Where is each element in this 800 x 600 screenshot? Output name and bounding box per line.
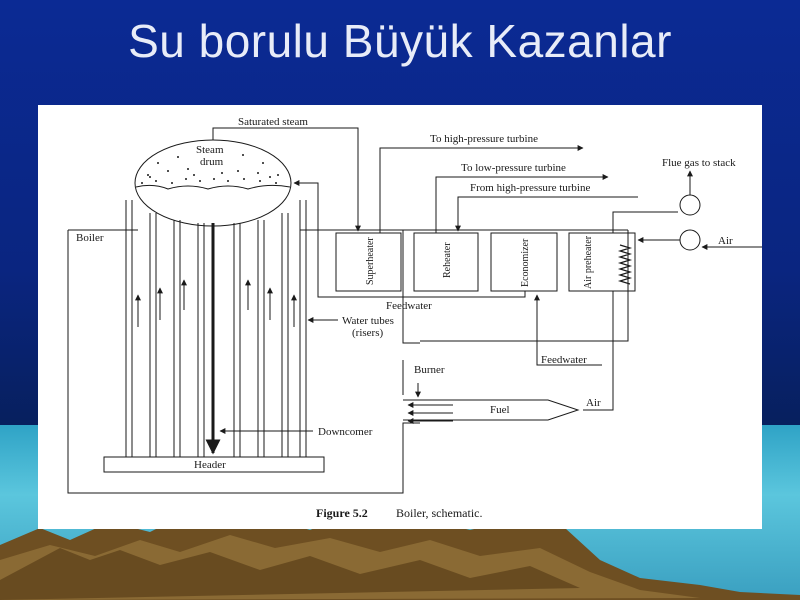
header-box (103, 456, 325, 473)
label-steam-drum-1: Steam (196, 144, 224, 156)
label-water-tubes-2: (risers) (352, 327, 383, 339)
flue-fan (679, 194, 701, 216)
label-downcomer: Downcomer (318, 426, 373, 438)
label-air-preheater: Air preheater (583, 235, 594, 289)
label-air-top: Air (718, 235, 733, 247)
slide-title: Su borulu Büyük Kazanlar (128, 15, 672, 67)
drum-water-texture (141, 154, 279, 184)
label-reheater: Reheater (442, 242, 453, 278)
label-water-tubes-1: Water tubes (342, 315, 394, 327)
boiler-flue-wall (402, 230, 629, 344)
label-feedwater-bottom: Feedwater (541, 354, 587, 366)
figure-panel: Saturated steam Steam drum To high-press… (38, 105, 762, 529)
riser-flow-arrows (135, 279, 297, 327)
label-boiler: Boiler (76, 232, 104, 244)
boiler-schematic: Saturated steam Steam drum To high-press… (67, 116, 762, 520)
superheater-box (335, 232, 402, 292)
label-to-lp-turbine: To low-pressure turbine (461, 162, 566, 174)
label-superheater: Superheater (365, 237, 376, 285)
label-feedwater-top: Feedwater (386, 300, 432, 312)
label-steam-drum-2: drum (200, 156, 224, 168)
caption-figure-number: Figure 5.2 (316, 506, 368, 520)
label-flue-gas: Flue gas to stack (662, 157, 736, 169)
air-preheater-coil (617, 244, 633, 285)
caption-text: Boiler, schematic. (396, 506, 483, 520)
label-saturated-steam: Saturated steam (238, 116, 308, 128)
riser-tubes (125, 200, 307, 457)
label-burner: Burner (414, 364, 445, 376)
label-economizer: Economizer (520, 238, 531, 287)
air-fan (679, 229, 701, 251)
label-fuel: Fuel (490, 404, 510, 416)
label-header: Header (194, 459, 226, 471)
air-preheater-box (568, 232, 636, 292)
reheater-box (413, 232, 479, 292)
label-from-hp-turbine: From high-pressure turbine (470, 182, 590, 194)
label-air-bottom: Air (586, 397, 601, 409)
economizer-box (490, 232, 558, 292)
fuel-nozzle (403, 399, 580, 421)
label-to-hp-turbine: To high-pressure turbine (430, 133, 538, 145)
